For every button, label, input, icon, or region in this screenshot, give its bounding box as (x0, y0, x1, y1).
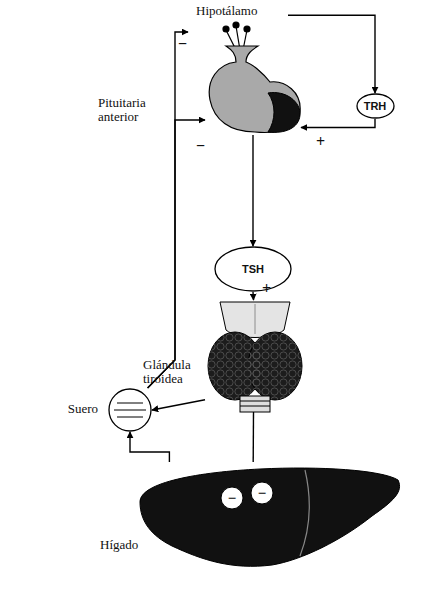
liver (140, 468, 400, 566)
feedback-arrow (148, 120, 205, 388)
feedback-arrow (252, 135, 253, 246)
pituitary: Pituitaria anterior (205, 60, 301, 135)
sign-label: − (196, 138, 205, 154)
thyroid: Glándula tiroidea (205, 300, 301, 412)
hormone-ellipse: TRH (356, 93, 395, 119)
feedback-arrow (130, 432, 169, 462)
feedback-arrow (301, 119, 375, 128)
inhibition-circle (251, 482, 273, 504)
organ-label: Suero (48, 402, 98, 416)
liver: Hígado (135, 462, 400, 567)
feedback-arrow (152, 400, 205, 410)
posterior-lobe (268, 93, 300, 133)
serum-circle (109, 389, 151, 431)
hormone-ellipse: TSH (214, 246, 292, 292)
sign-label: − (178, 36, 187, 52)
inhibition-circle (221, 487, 243, 509)
inhibition-sign: − (221, 490, 243, 506)
hypothalamus: Hipotálamo (188, 4, 288, 60)
feedback-arrow (252, 292, 254, 300)
organ-label: Pituitaria anterior (98, 96, 162, 124)
trachea (240, 396, 270, 412)
feedback-arrow (288, 15, 375, 93)
organ-label: Glándula tiroidea (143, 358, 203, 386)
sign-label: + (316, 134, 325, 150)
sign-label: + (262, 281, 271, 297)
serum: Suero (108, 388, 152, 432)
thyroid-gland (208, 332, 302, 400)
inhibition-sign: − (251, 485, 273, 501)
feedback-arrow (252, 412, 254, 462)
hormone-name: TRH (364, 100, 387, 112)
organ-label: Hipotálamo (196, 4, 286, 18)
pituitary-gland (209, 46, 300, 132)
hormone-name: TSH (242, 263, 264, 275)
organ-label: Hígado (100, 538, 150, 552)
feedback-arrow (148, 32, 188, 388)
